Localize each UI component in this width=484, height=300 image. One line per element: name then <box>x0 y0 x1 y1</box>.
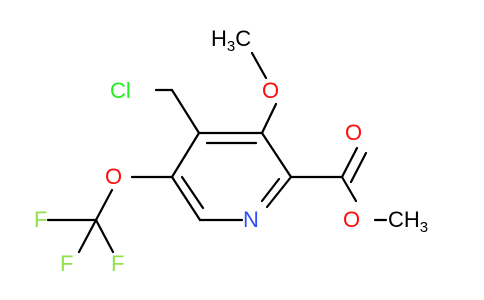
bond-carbonyl-o-double-a <box>340 146 359 179</box>
ester-methyl-label: CH3 <box>388 207 428 236</box>
methoxy-methyl-label: H3C <box>211 26 251 55</box>
bond-layer <box>46 51 388 254</box>
bond-c5-c4 <box>170 131 201 179</box>
ester-oxygen-label: O <box>343 207 360 232</box>
bond-o-cf3 <box>94 188 114 222</box>
fluorine-right-label: F <box>111 251 124 276</box>
bond-c-f-left <box>77 218 98 254</box>
methoxy-oxygen-label: O <box>262 78 279 103</box>
chlorine-label: Cl <box>110 78 131 103</box>
bond-c6-c5-inner <box>180 175 205 210</box>
ester-carbonyl-oxygen-label: O <box>345 120 362 145</box>
bond-carbonyl-o-single <box>340 175 358 203</box>
bond-c2-n-inner <box>260 177 281 203</box>
label-layer: H3C O Cl O O CH3 N O F F F <box>34 26 428 276</box>
fluorine-top-label: F <box>34 207 47 232</box>
bond-c4-ch2 <box>170 88 201 135</box>
bond-c6-c5 <box>170 175 202 222</box>
bond-o-methyl <box>250 51 268 80</box>
bond-c3-o <box>260 102 278 135</box>
ring-nitrogen-label: N <box>243 207 259 232</box>
bond-c-f-right <box>94 218 115 254</box>
ether-oxygen-label: O <box>105 164 122 189</box>
bond-c3-c2 <box>260 131 293 179</box>
fluorine-left-label: F <box>60 251 73 276</box>
bond-carbonyl-o-double-b <box>349 151 368 184</box>
bond-c2-n <box>265 175 293 209</box>
